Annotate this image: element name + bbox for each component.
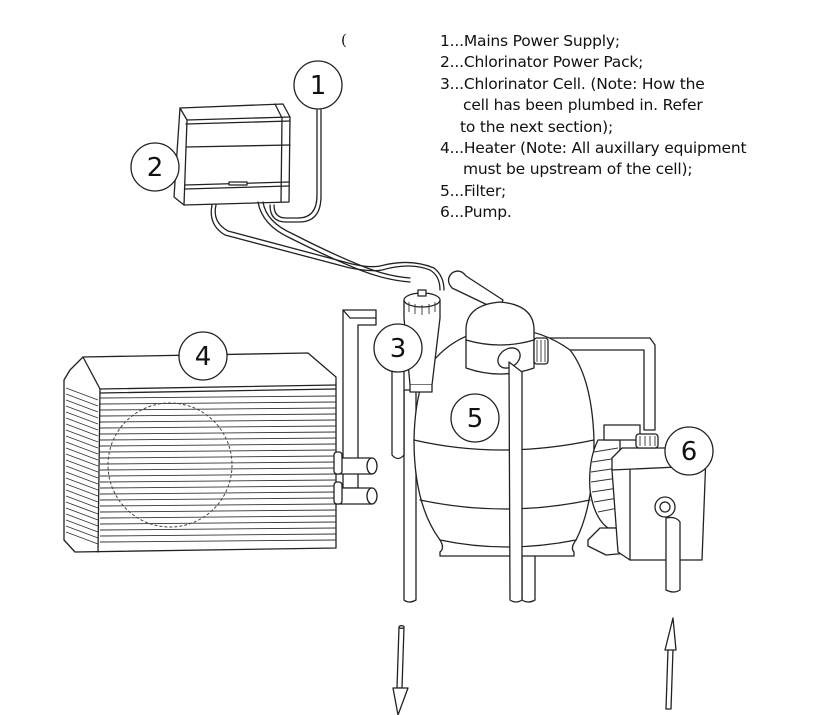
heater-fin bbox=[99, 407, 337, 411]
heater-side-fin bbox=[65, 459, 99, 473]
heater-fin bbox=[99, 533, 337, 537]
heater-fin bbox=[99, 497, 337, 501]
heater-fin bbox=[99, 491, 337, 495]
heater-fin bbox=[99, 413, 337, 417]
heater-fin bbox=[99, 479, 337, 483]
heater-side-fin bbox=[65, 447, 99, 461]
callout-4: 4 bbox=[178, 331, 228, 381]
svg-text:4: 4 bbox=[195, 342, 212, 372]
svg-text:3: 3 bbox=[390, 334, 407, 364]
mains-power-cable bbox=[269, 109, 322, 223]
heater-fin bbox=[99, 425, 337, 429]
outlet-flow-arrow bbox=[392, 625, 409, 715]
legend-item-filter: 5...Filter; bbox=[440, 181, 507, 200]
svg-text:1: 1 bbox=[310, 71, 327, 101]
heater-side-fin bbox=[65, 483, 99, 497]
svg-text:5: 5 bbox=[467, 404, 484, 434]
filter bbox=[413, 301, 595, 603]
heater-side-fin bbox=[65, 423, 99, 437]
legend-item-chlorinator-cell-note-end: to the next section); bbox=[460, 117, 614, 136]
svg-text:6: 6 bbox=[681, 437, 698, 467]
legend-item-mains-power-supply: 1...Mains Power Supply; bbox=[440, 32, 620, 50]
heater-fin bbox=[99, 443, 337, 447]
heater-fin bbox=[99, 455, 337, 459]
heater-side-fin bbox=[65, 387, 99, 401]
legend-item-heater-note: must be upstream of the cell); bbox=[463, 160, 693, 179]
heater-fin bbox=[99, 467, 337, 471]
inlet-flow-arrow bbox=[664, 617, 677, 710]
heater-side-fin bbox=[65, 417, 99, 431]
heater-fin bbox=[99, 461, 337, 465]
heater-side-fin bbox=[65, 429, 99, 443]
pump bbox=[587, 424, 707, 593]
callout-2: 2 bbox=[130, 142, 180, 192]
heater-fin bbox=[99, 395, 337, 399]
heater-side-fin bbox=[65, 531, 99, 545]
heater-side-fin bbox=[65, 507, 99, 521]
heater-fin bbox=[99, 521, 337, 525]
legend-item-pump: 6...Pump. bbox=[440, 203, 512, 222]
legend-item-chlorinator-cell-note: cell has been plumbed in. Refer bbox=[463, 96, 703, 115]
heater-fin bbox=[99, 449, 337, 453]
heater-side-fin bbox=[65, 435, 99, 449]
legend-item-heater: 4...Heater (Note: All auxillary equipmen… bbox=[440, 139, 747, 158]
heater-side-fin bbox=[65, 411, 99, 425]
heater-fin bbox=[99, 539, 337, 543]
cell-power-cable bbox=[210, 201, 445, 291]
heater-side-fin bbox=[65, 501, 99, 515]
heater-fin bbox=[99, 431, 337, 435]
heater-side-fin bbox=[65, 525, 99, 539]
heater-fin bbox=[99, 515, 337, 519]
heater-fins bbox=[65, 387, 337, 545]
heater-side-fin bbox=[65, 489, 99, 503]
heater-side-fin bbox=[65, 441, 99, 455]
heater-fin bbox=[99, 419, 337, 423]
callout-5: 5 bbox=[450, 393, 500, 443]
callout-1: 1 bbox=[293, 60, 343, 110]
chlorinator-power-pack bbox=[173, 103, 291, 206]
chlorinator-cell bbox=[403, 289, 441, 393]
callout-3: 3 bbox=[373, 323, 423, 373]
heater-side-fin bbox=[65, 465, 99, 479]
heater-fin bbox=[99, 473, 337, 477]
heater-fin bbox=[99, 503, 337, 507]
heater-side-fin bbox=[65, 495, 99, 509]
heater-side-fin bbox=[65, 453, 99, 467]
heater bbox=[63, 352, 343, 553]
heater-side-fin bbox=[65, 471, 99, 485]
heater-side-fin bbox=[65, 399, 99, 413]
heater-side-fin bbox=[65, 519, 99, 533]
legend-item-chlorinator-power-pack: 2...Chlorinator Power Pack; bbox=[440, 53, 644, 72]
heater-side-fin bbox=[65, 513, 99, 527]
heater-fin bbox=[99, 401, 337, 405]
heater-side-fin bbox=[65, 477, 99, 491]
legend-item-chlorinator-cell: 3...Chlorinator Cell. (Note: How the bbox=[440, 74, 705, 93]
heater-fin bbox=[99, 527, 337, 531]
stray-parenthesis: ( bbox=[341, 31, 347, 49]
heater-side-fin bbox=[65, 405, 99, 419]
heater-fin bbox=[99, 485, 337, 489]
heater-side-fin bbox=[65, 393, 99, 407]
component-legend: 1...Mains Power Supply; 2...Chlorinator … bbox=[440, 31, 747, 224]
callout-6: 6 bbox=[664, 426, 714, 476]
heater-fin bbox=[99, 509, 337, 513]
heater-fin bbox=[99, 437, 337, 441]
svg-text:2: 2 bbox=[147, 153, 164, 183]
